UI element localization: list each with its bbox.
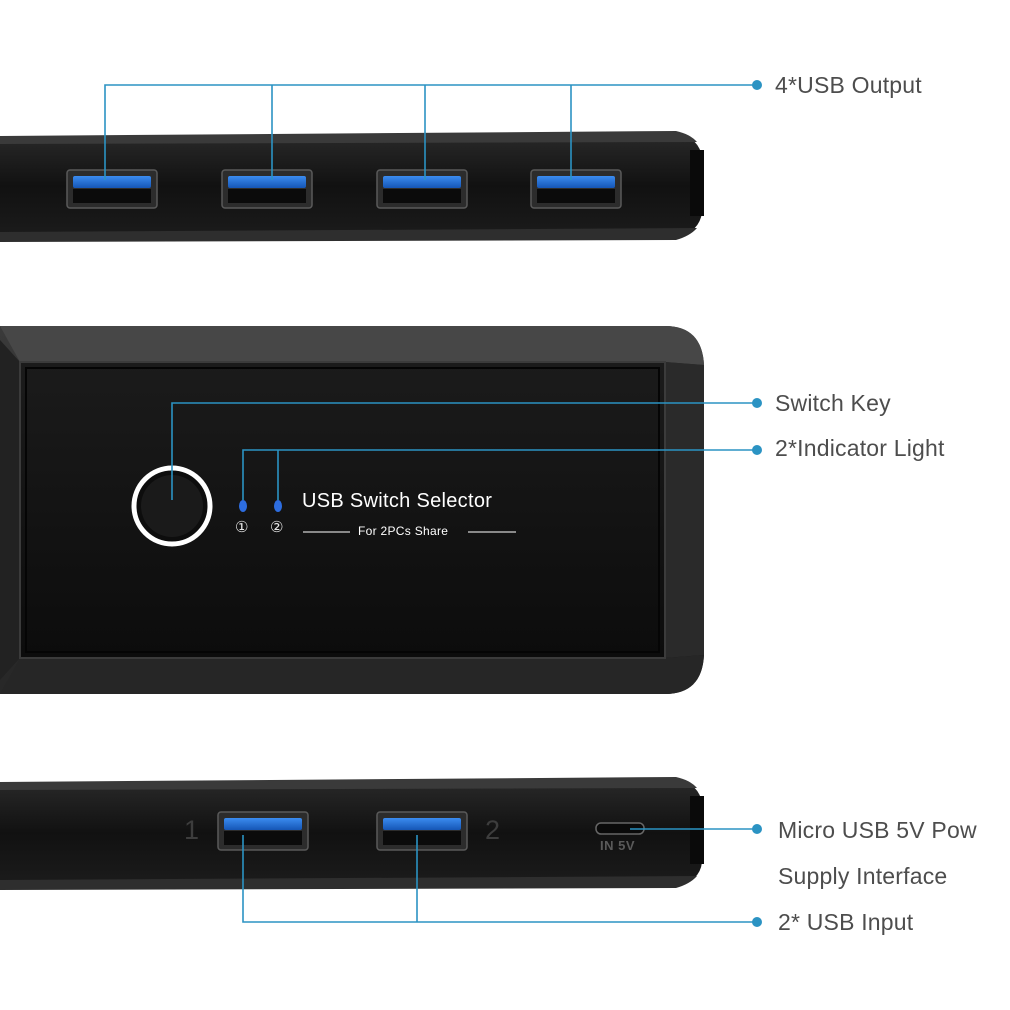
indicator-led-1	[239, 500, 247, 512]
leader-dot	[752, 824, 762, 834]
led-label-1: ①	[235, 519, 249, 536]
usb-input-port-1	[217, 811, 309, 851]
usb-output-port	[530, 169, 622, 209]
device-subtitle: For 2PCs Share	[358, 524, 449, 538]
callout-usb-output: 4*USB Output	[775, 72, 922, 98]
indicator-led-2	[274, 500, 282, 512]
input-port-number-1: 1	[184, 815, 200, 845]
usb-output-port	[221, 169, 313, 209]
top-side-view	[0, 131, 704, 242]
micro-port-label: IN 5V	[600, 838, 636, 853]
input-port-number-2: 2	[485, 815, 501, 845]
callout-usb-input: 2* USB Input	[778, 909, 914, 935]
device-title: USB Switch Selector	[302, 490, 493, 512]
leader-dot	[752, 917, 762, 927]
led-label-2: ②	[270, 519, 284, 536]
leader-indicator-light	[242, 449, 757, 500]
leader-usb-output	[104, 84, 757, 180]
callout-switch-key: Switch Key	[775, 390, 891, 416]
usb-output-port	[376, 169, 468, 209]
leader-dot	[752, 398, 762, 408]
usb-input-port-2	[376, 811, 468, 851]
callout-micro-usb-line1: Micro USB 5V Pow	[778, 817, 977, 843]
front-face-view	[0, 326, 704, 694]
usb-output-port	[66, 169, 158, 209]
leader-dot	[752, 80, 762, 90]
callout-micro-usb-line2: Supply Interface	[778, 863, 948, 889]
leader-dot	[752, 445, 762, 455]
leader-switch-key	[171, 402, 757, 500]
leader-usb-input	[242, 835, 757, 923]
bottom-side-view	[0, 777, 704, 890]
callout-indicator-light: 2*Indicator Light	[775, 435, 945, 461]
